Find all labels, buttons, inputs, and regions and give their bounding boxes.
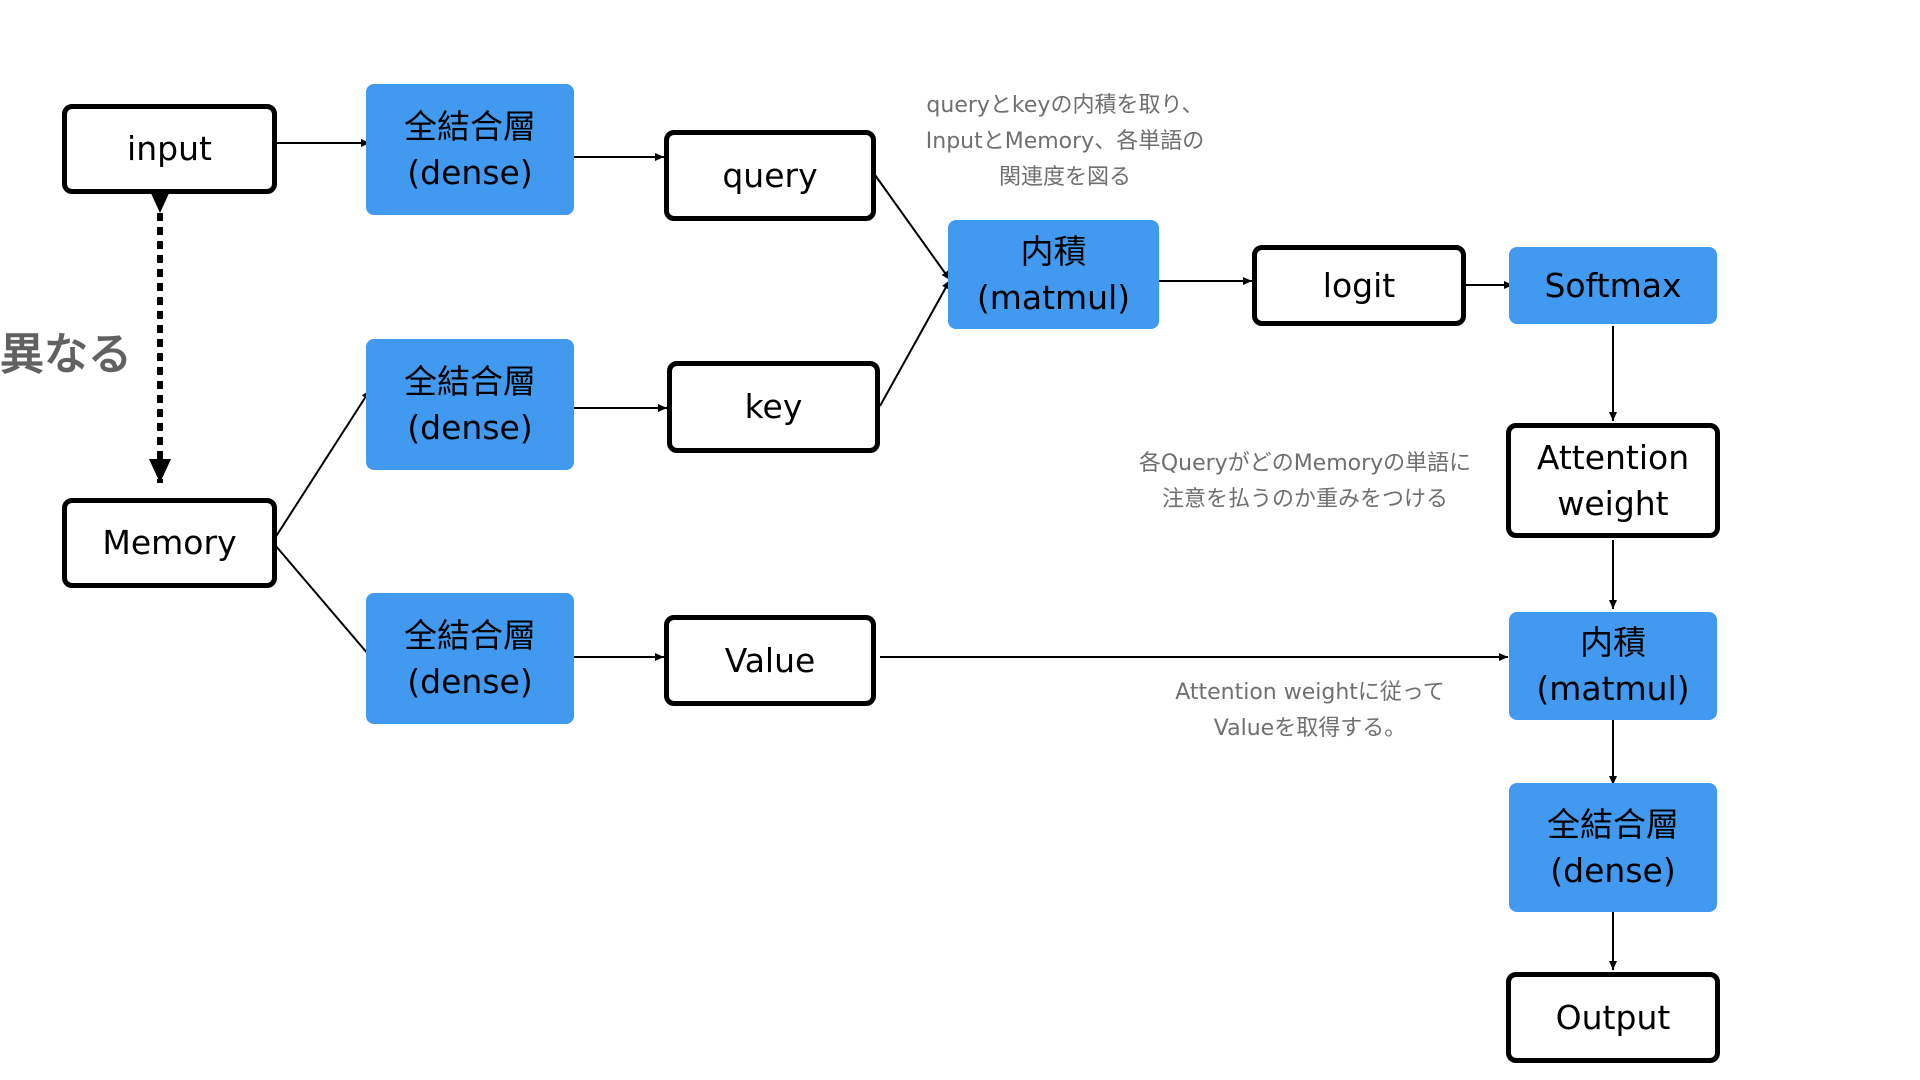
softmax-block-label: Softmax (1544, 265, 1682, 305)
dense-key-line1: 全結合層 (404, 361, 536, 401)
dense-value-block: 全結合層 (dense) (366, 593, 574, 724)
value-note-line: Attention weightに従って (1175, 680, 1445, 705)
value-node-label: Value (724, 640, 816, 680)
softmax-block: Softmax (1509, 247, 1717, 324)
query-node: query (664, 130, 876, 221)
attention-note-line: 各QueryがどのMemoryの単語に (1138, 451, 1472, 476)
attention-note-line: 注意を払うのか重みをつける (1161, 487, 1448, 512)
dense-output-line2: (dense) (1550, 850, 1676, 890)
matmul-1-line1: 内積 (1020, 231, 1087, 271)
matmul-block-2: 内積 (matmul) (1509, 612, 1717, 720)
input-node: input (62, 104, 277, 194)
value-node: Value (664, 615, 876, 706)
key-node: key (667, 361, 880, 453)
dense-output-line1: 全結合層 (1547, 804, 1679, 844)
output-node-label: Output (1555, 997, 1671, 1037)
value-note: Attention weightに従って Valueを取得する。 (1150, 675, 1470, 747)
query-key-note: queryとkeyの内積を取り、 InputとMemory、各単語の 関連度を図… (905, 88, 1225, 196)
dense-query-block: 全結合層 (dense) (366, 84, 574, 215)
edge-memory-to-dense-value (274, 544, 381, 669)
key-node-label: key (744, 387, 803, 427)
attention-weight-line1: Attention (1536, 437, 1690, 477)
query-key-note-line: queryとkeyの内積を取り、 (926, 93, 1204, 118)
logit-node-label: logit (1322, 265, 1396, 305)
dense-key-block: 全結合層 (dense) (366, 339, 574, 470)
input-node-label: input (127, 129, 212, 169)
output-node: Output (1506, 972, 1720, 1063)
edge-key-to-matmul (879, 279, 951, 407)
dense-query-line2: (dense) (407, 152, 533, 192)
dense-value-line1: 全結合層 (404, 615, 536, 655)
difference-label: 異なる (0, 329, 132, 380)
query-key-note-line: 関連度を図る (998, 165, 1131, 190)
attention-weight-node: Attention weight (1506, 423, 1720, 538)
query-key-note-line: InputとMemory、各単語の (925, 129, 1205, 154)
value-note-line: Valueを取得する。 (1213, 716, 1407, 741)
memory-node-label: Memory (102, 523, 237, 563)
matmul-1-line2: (matmul) (976, 277, 1131, 317)
logit-node: logit (1252, 245, 1466, 326)
dense-value-line2: (dense) (407, 661, 533, 701)
dense-output-block: 全結合層 (dense) (1509, 783, 1717, 912)
dense-query-line1: 全結合層 (404, 106, 536, 146)
matmul-block-1: 内積 (matmul) (948, 220, 1159, 329)
query-node-label: query (722, 155, 818, 195)
matmul-2-line2: (matmul) (1536, 669, 1690, 708)
edge-memory-to-dense-key (274, 389, 371, 539)
attention-note: 各QueryがどのMemoryの単語に 注意を払うのか重みをつける (1125, 446, 1485, 518)
matmul-2-line1: 内積 (1580, 623, 1646, 663)
attention-weight-line2: weight (1557, 483, 1669, 523)
memory-node: Memory (62, 498, 277, 588)
dense-key-line2: (dense) (407, 407, 533, 447)
